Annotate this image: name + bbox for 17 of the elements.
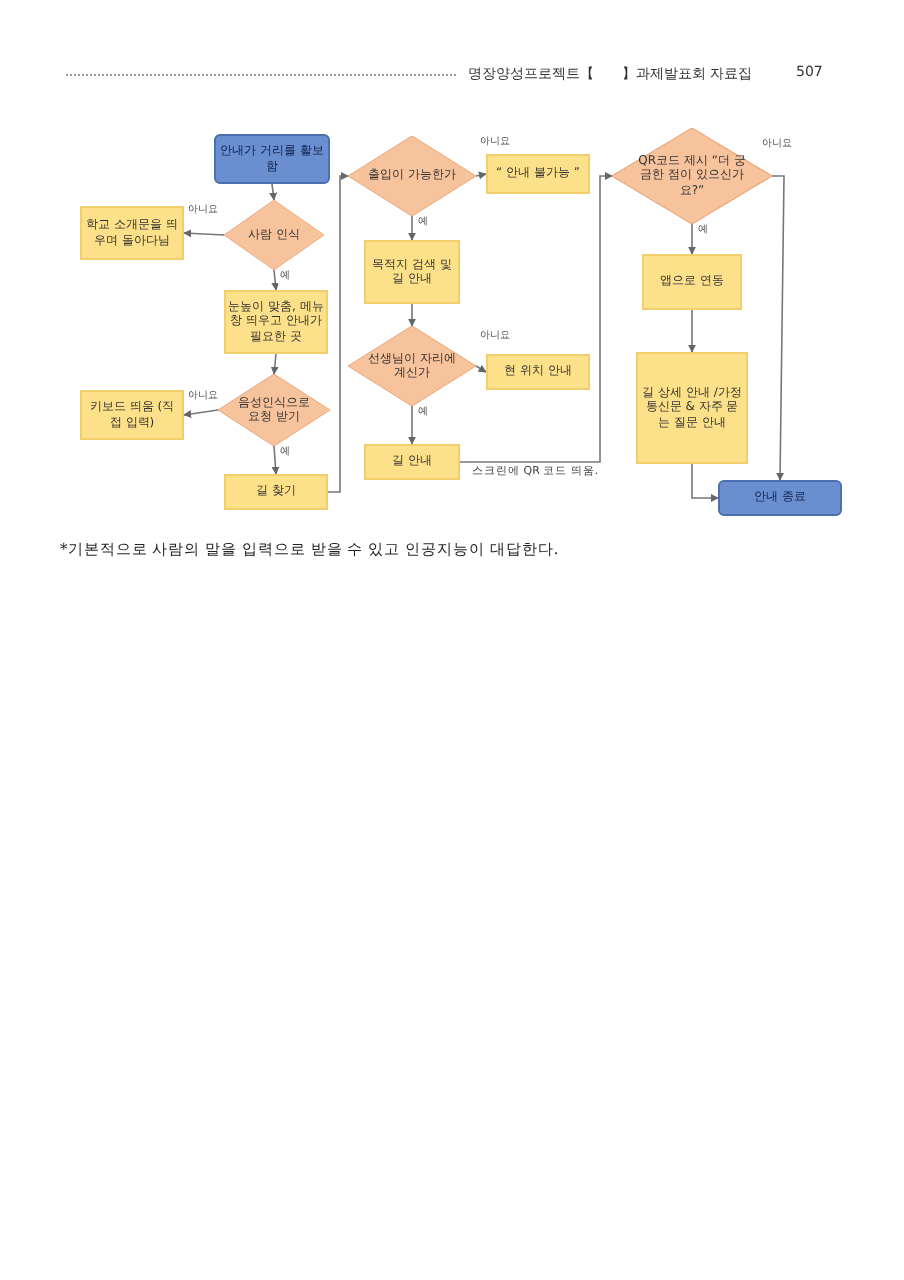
arrow <box>475 364 487 373</box>
arrow <box>408 303 416 327</box>
arrow <box>475 171 487 180</box>
arrow <box>688 309 696 353</box>
arrow <box>691 463 719 502</box>
arrow <box>771 175 785 481</box>
arrow <box>408 405 416 445</box>
arrow <box>688 223 696 255</box>
arrow <box>183 229 225 238</box>
arrow <box>459 172 613 463</box>
arrow <box>183 409 219 418</box>
arrow <box>271 269 280 291</box>
arrow <box>327 172 349 493</box>
arrow <box>271 445 280 475</box>
arrow <box>270 353 279 375</box>
arrow <box>408 215 416 241</box>
arrow <box>269 183 278 201</box>
